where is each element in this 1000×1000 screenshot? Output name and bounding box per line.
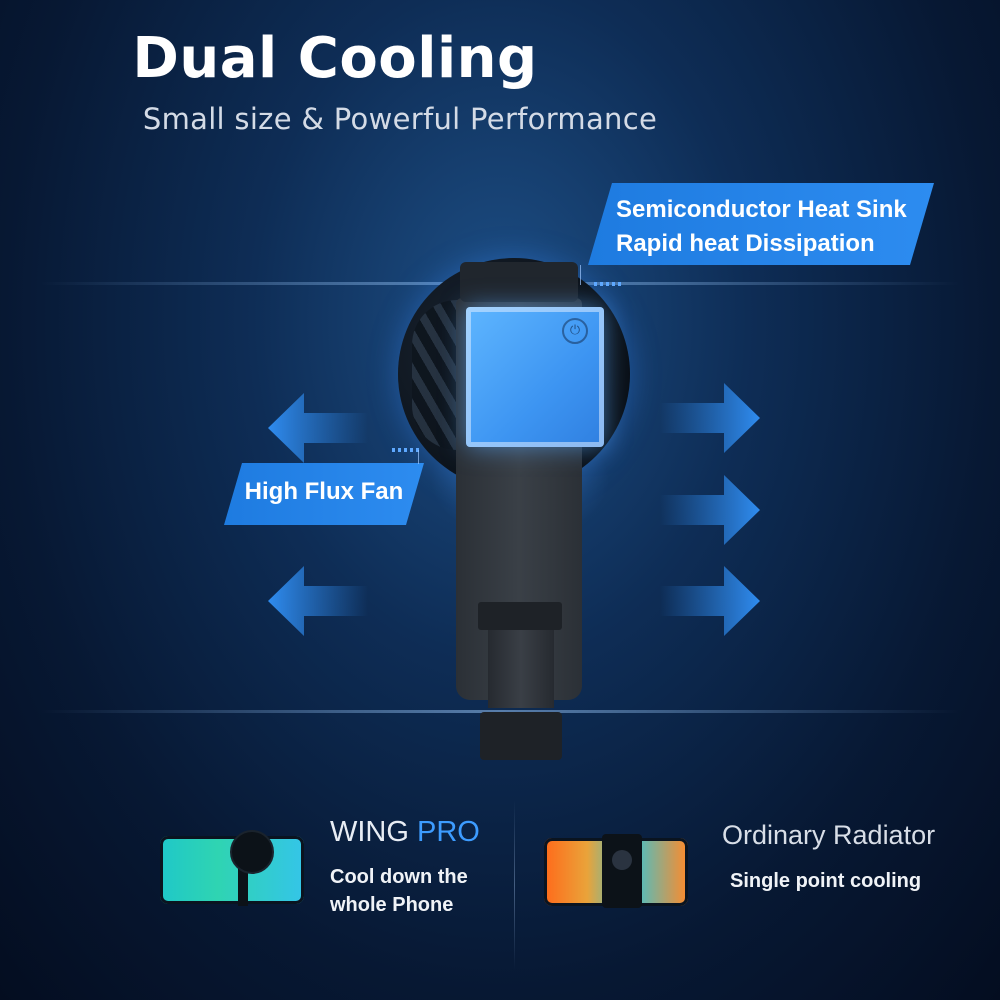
arrow-right-icon [660,566,760,636]
page-subtitle: Small size & Powerful Performance [142,102,658,136]
ordinary-radiator-title: Ordinary Radiator [722,820,936,850]
wing-pro-arm [238,862,248,906]
arrow-right-icon [660,475,760,545]
ordinary-radiator-desc: Single point cooling [730,870,922,892]
cooler-grip [478,602,562,630]
cooler-clamp [488,630,554,708]
heat-sink-callout-line2: Rapid heat Dissipation [616,230,875,257]
comparison-divider [514,800,515,970]
fan-callout-text: High Flux Fan [244,478,404,505]
fan-callout [224,463,424,525]
heat-sink-callout [588,183,934,265]
wing-pro-title: WING PRO [330,816,480,849]
wing-pro-desc-line1: Cool down the [330,866,468,888]
fan-callout-tick [392,448,422,452]
fan-icon [230,830,274,874]
wing-title-main: WING [330,816,409,848]
cooler-foot [480,712,562,760]
fan-leader-line [418,450,419,464]
heat-sink-leader-line [580,265,581,285]
arrow-left-icon [268,566,368,636]
arrow-right-icon [660,383,760,453]
cooler-top-cap [460,262,578,302]
heat-sink-callout-line1: Semiconductor Heat Sink [616,196,907,223]
power-icon: ⏻ [562,318,588,344]
arrow-left-icon [268,393,368,463]
wing-title-accent: PRO [417,816,480,848]
heat-sink-callout-tick [594,282,624,286]
wing-pro-desc-line2: whole Phone [330,894,454,916]
page-title: Dual Cooling [132,26,538,91]
ordinary-radiator-fan-dot [612,850,632,870]
light-beam-bottom [40,710,960,713]
ordinary-radiator-clip [602,834,642,908]
